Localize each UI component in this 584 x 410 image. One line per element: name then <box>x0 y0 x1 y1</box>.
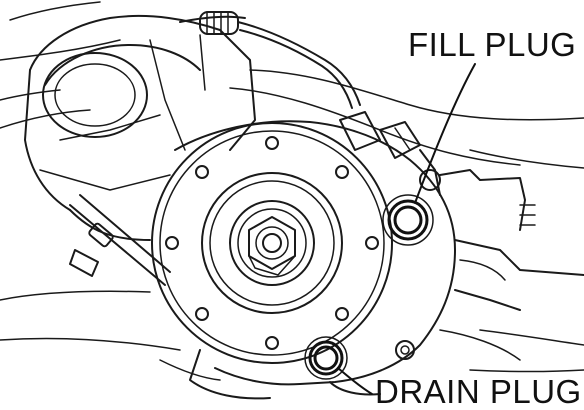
fill-plug-label: FILL PLUG <box>408 26 576 63</box>
upper-housing <box>24 14 256 241</box>
fill-plug <box>382 194 434 246</box>
fill-plug-leader <box>414 63 476 204</box>
drain-plug-leader <box>337 367 373 395</box>
flange-bolt-holes <box>165 136 379 350</box>
flange-nut <box>248 216 296 276</box>
companion-flange <box>151 122 393 364</box>
drain-plug <box>304 336 348 380</box>
wire-harness <box>179 11 361 109</box>
sensor-connector <box>339 111 441 196</box>
bracket-arm <box>69 194 171 286</box>
drain-plug-label: DRAIN PLUG <box>375 373 582 410</box>
rear-case <box>159 120 584 400</box>
